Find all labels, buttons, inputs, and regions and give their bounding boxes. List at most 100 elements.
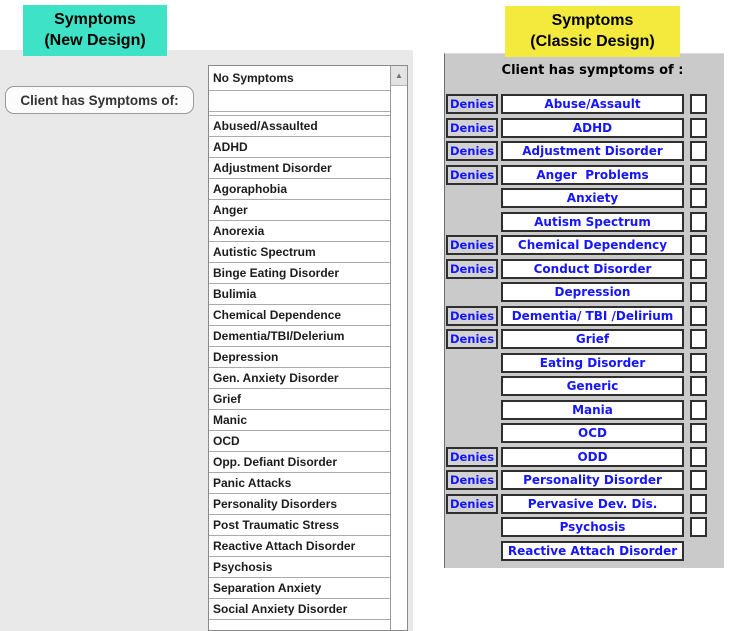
symptom-checkbox[interactable] (690, 399, 707, 420)
list-item[interactable]: Personality Disorders (209, 494, 390, 515)
list-item[interactable]: OCD (209, 431, 390, 452)
symptom-checkbox[interactable] (690, 446, 707, 467)
symptom-button[interactable]: Psychosis (501, 517, 684, 537)
scroll-up-button[interactable]: ▲ (391, 66, 407, 86)
symptom-checkbox[interactable] (690, 141, 707, 161)
symptom-button[interactable]: Anger Problems (501, 164, 684, 185)
new-design-header-line1: Symptoms (54, 11, 136, 28)
listbox-scrollbar[interactable]: ▲ (390, 66, 407, 630)
symptom-checkbox[interactable] (690, 94, 707, 114)
symptom-button[interactable]: Anxiety (501, 188, 684, 208)
symptom-button[interactable]: Grief (501, 329, 684, 349)
symptom-button[interactable]: Depression (501, 282, 684, 302)
denies-spacer (446, 353, 498, 373)
symptom-button[interactable]: Personality Disorder (501, 470, 684, 490)
symptom-row: Mania (445, 399, 725, 420)
denies-button[interactable]: Denies (446, 94, 498, 114)
symptom-button[interactable]: Reactive Attach Disorder (501, 540, 684, 561)
symptom-checkbox[interactable] (690, 258, 707, 279)
list-item[interactable]: Social Anxiety Disorder (209, 599, 390, 620)
symptom-checkbox[interactable] (690, 117, 707, 138)
denies-button[interactable]: Denies (446, 446, 498, 467)
symptom-row: Depression (445, 282, 725, 302)
list-item[interactable]: Post Traumatic Stress (209, 515, 390, 536)
list-item[interactable]: Anger (209, 200, 390, 221)
symptom-checkbox[interactable] (690, 423, 707, 443)
classic-design-header-line2: (Classic Design) (530, 33, 655, 50)
symptom-checkbox[interactable] (690, 211, 707, 232)
list-item[interactable]: Depression (209, 347, 390, 368)
symptom-button[interactable]: Eating Disorder (501, 352, 684, 373)
denies-button[interactable]: Denies (446, 141, 498, 161)
symptom-checkbox[interactable] (690, 329, 707, 349)
symptom-checkbox[interactable] (690, 282, 707, 302)
symptom-checkbox[interactable] (690, 493, 707, 514)
symptom-checkbox[interactable] (690, 164, 707, 185)
list-item[interactable]: Anorexia (209, 221, 390, 242)
list-item[interactable]: Grief (209, 389, 390, 410)
denies-button[interactable]: Denies (446, 470, 498, 490)
denies-spacer (446, 400, 498, 420)
symptom-button[interactable]: ADHD (501, 117, 684, 138)
symptom-checkbox[interactable] (690, 376, 707, 396)
symptom-button[interactable]: Dementia/ TBI /Delirium (501, 305, 684, 326)
symptom-button[interactable]: Mania (501, 399, 684, 420)
classic-subtitle: Client has symptoms of : (501, 63, 684, 78)
symptom-button[interactable]: Autism Spectrum (501, 211, 684, 232)
symptom-button[interactable]: Chemical Dependency (501, 235, 684, 255)
symptom-row: Autism Spectrum (445, 211, 725, 232)
list-item[interactable]: Psychosis (209, 557, 390, 578)
list-item[interactable]: Abused/Assaulted (209, 116, 390, 137)
list-item[interactable]: Dementia/TBI/Delerium (209, 326, 390, 347)
denies-spacer (446, 517, 498, 537)
list-item[interactable]: Agoraphobia (209, 179, 390, 200)
list-item[interactable]: Manic (209, 410, 390, 431)
symptom-checkbox[interactable] (690, 517, 707, 537)
list-item[interactable]: Bulimia (209, 284, 390, 305)
list-item[interactable]: Gen. Anxiety Disorder (209, 368, 390, 389)
client-symptoms-label: Client has Symptoms of: (5, 86, 194, 114)
symptom-row: Generic (445, 376, 725, 396)
list-item[interactable]: Chemical Dependence (209, 305, 390, 326)
denies-button[interactable]: Denies (446, 235, 498, 255)
list-item[interactable]: No Symptoms (209, 66, 390, 91)
denies-button[interactable]: Denies (446, 305, 498, 326)
list-item[interactable]: ADHD (209, 137, 390, 158)
symptom-button[interactable]: Adjustment Disorder (501, 141, 684, 161)
list-item[interactable]: Autistic Spectrum (209, 242, 390, 263)
symptom-checkbox[interactable] (690, 470, 707, 490)
list-item[interactable]: Panic Attacks (209, 473, 390, 494)
denies-button[interactable]: Denies (446, 117, 498, 138)
denies-button[interactable]: Denies (446, 164, 498, 185)
list-item[interactable]: Reactive Attach Disorder (209, 536, 390, 557)
list-item[interactable]: Adjustment Disorder (209, 158, 390, 179)
denies-button[interactable]: Denies (446, 493, 498, 514)
list-item[interactable]: Binge Eating Disorder (209, 263, 390, 284)
symptom-button[interactable]: Generic (501, 376, 684, 396)
denies-button[interactable]: Denies (446, 258, 498, 279)
symptom-button[interactable]: Pervasive Dev. Dis. (501, 493, 684, 514)
symptom-checkbox[interactable] (690, 305, 707, 326)
denies-spacer (446, 423, 498, 443)
symptom-button[interactable]: OCD (501, 423, 684, 443)
scroll-up-icon: ▲ (395, 71, 403, 80)
list-section-divider (209, 112, 390, 116)
list-item[interactable]: Separation Anxiety (209, 578, 390, 599)
symptom-button[interactable]: Abuse/Assault (501, 94, 684, 114)
list-item[interactable]: Opp. Defiant Disorder (209, 452, 390, 473)
list-item[interactable] (209, 91, 390, 112)
denies-spacer (446, 541, 498, 561)
symptom-button[interactable]: ODD (501, 446, 684, 467)
symptom-checkbox[interactable] (690, 188, 707, 208)
symptom-checkbox[interactable] (690, 235, 707, 255)
denies-button[interactable]: Denies (446, 329, 498, 349)
symptom-button[interactable]: Conduct Disorder (501, 258, 684, 279)
denies-spacer (446, 376, 498, 396)
symptom-checkbox[interactable] (690, 352, 707, 373)
